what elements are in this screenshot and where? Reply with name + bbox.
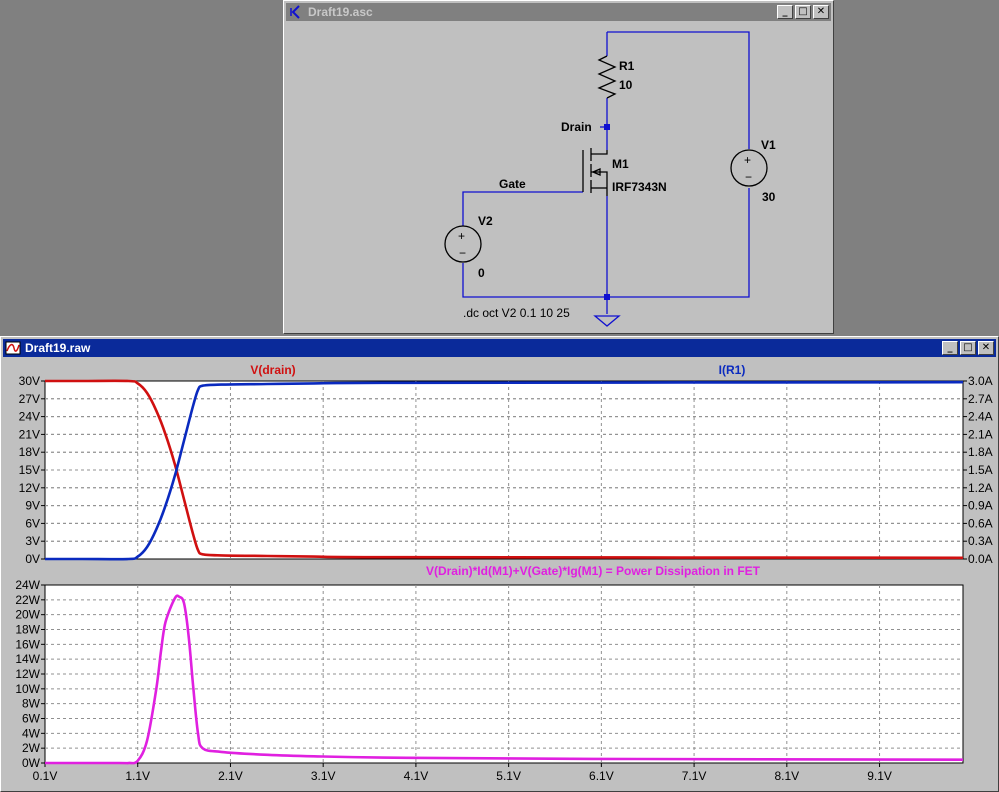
bottom-left-tick-label: 16W [15, 637, 40, 651]
gate-net-label: Gate [499, 177, 526, 191]
top-left-tick-label: 18V [19, 445, 40, 459]
ground-junction [604, 294, 610, 300]
x-tick-label: 7.1V [682, 769, 707, 783]
x-tick-label: 2.1V [218, 769, 243, 783]
waveform-app-icon [5, 341, 21, 355]
bottom-left-tick-label: 20W [15, 608, 40, 622]
wire-top [607, 31, 750, 149]
bottom-left-tick-label: 24W [15, 578, 40, 592]
i-r1-trace-label[interactable]: I(R1) [719, 363, 746, 377]
x-tick-label: 9.1V [867, 769, 892, 783]
i-r1-trace[interactable] [45, 380, 964, 561]
ground-symbol [593, 315, 621, 327]
top-left-tick-label: 24V [19, 410, 40, 424]
bottom-left-tick-label: 4W [22, 726, 41, 740]
waveform-plot-area[interactable]: V(drain) I(R1) V(Drain)*Id(M1)+V(Gate)*I… [3, 360, 996, 791]
x-tick-label: 3.1V [311, 769, 336, 783]
bottom-left-tick-label: 10W [15, 682, 40, 696]
x-tick-label: 4.1V [404, 769, 429, 783]
power-dissipation-trace[interactable] [45, 594, 964, 765]
x-tick-label: 6.1V [589, 769, 614, 783]
bottom-left-tick-label: 6W [22, 712, 41, 726]
voltage-source-v1-symbol: + − [730, 149, 768, 187]
spice-directive[interactable]: .dc oct V2 0.1 10 25 [463, 306, 570, 320]
top-right-tick-label: 2.4A [968, 410, 993, 424]
v-drain-trace-label[interactable]: V(drain) [250, 363, 295, 377]
v2-value-label: 0 [478, 266, 485, 280]
close-button[interactable]: ✕ [813, 5, 829, 19]
top-left-tick-label: 0V [25, 552, 40, 566]
top-right-tick-label: 0.9A [968, 499, 993, 513]
v1-value-label: 30 [762, 190, 776, 204]
top-right-tick-label: 0.0A [968, 552, 993, 566]
bottom-left-tick-label: 22W [15, 593, 40, 607]
schematic-window[interactable]: Draft19.asc _ □ ✕ [283, 0, 834, 334]
m1-model-label: IRF7343N [612, 180, 667, 194]
v1-name-label: V1 [761, 138, 776, 152]
bottom-left-tick-label: 18W [15, 623, 40, 637]
waveform-window[interactable]: Draft19.raw _ □ ✕ V(drain) I(R1) V(Drain… [0, 336, 999, 792]
waveform-title: Draft19.raw [25, 341, 91, 355]
top-right-tick-label: 1.2A [968, 481, 993, 495]
minimize-button[interactable]: _ [942, 341, 958, 355]
schematic-canvas[interactable]: + − + − R1 10 Drain M1 IRF7343N Gate V1 … [287, 24, 830, 332]
svg-text:+: + [744, 153, 751, 167]
svg-text:−: − [745, 170, 752, 184]
v-drain-trace[interactable] [45, 379, 964, 560]
x-tick-label: 8.1V [774, 769, 799, 783]
top-left-tick-label: 21V [19, 427, 40, 441]
m1-name-label: M1 [612, 157, 629, 171]
top-right-tick-label: 0.6A [968, 516, 993, 530]
r1-value-label: 10 [619, 78, 633, 92]
minimize-button[interactable]: _ [777, 5, 793, 19]
close-button[interactable]: ✕ [978, 341, 994, 355]
top-left-tick-label: 27V [19, 392, 40, 406]
v2-name-label: V2 [478, 214, 493, 228]
bottom-left-tick-label: 8W [22, 697, 41, 711]
r1-name-label: R1 [619, 59, 635, 73]
bottom-left-tick-label: 14W [15, 652, 40, 666]
power-trace-label[interactable]: V(Drain)*Id(M1)+V(Gate)*Ig(M1) = Power D… [426, 564, 761, 578]
wire-v2-bottom [462, 263, 607, 298]
top-right-tick-label: 0.3A [968, 534, 993, 548]
bottom-left-tick-label: 0W [22, 756, 41, 770]
schematic-title: Draft19.asc [308, 5, 373, 19]
schematic-app-icon [290, 5, 300, 19]
svg-text:+: + [458, 229, 465, 243]
top-left-tick-label: 9V [25, 499, 40, 513]
x-tick-label: 1.1V [125, 769, 150, 783]
top-left-tick-label: 3V [25, 534, 40, 548]
bottom-left-tick-label: 2W [22, 741, 41, 755]
top-right-tick-label: 2.7A [968, 392, 993, 406]
x-tick-label: 0.1V [33, 769, 58, 783]
wire-v1-bottom [607, 188, 750, 298]
svg-text:−: − [459, 246, 466, 260]
resistor-r1-symbol [597, 55, 617, 99]
x-tick-label: 5.1V [496, 769, 521, 783]
maximize-button[interactable]: □ [795, 5, 811, 19]
drain-junction [604, 124, 610, 130]
top-left-tick-label: 30V [19, 374, 40, 388]
top-left-tick-label: 6V [25, 516, 40, 530]
waveform-title-bar[interactable]: Draft19.raw _ □ ✕ [3, 339, 996, 357]
drain-net-label: Drain [561, 120, 592, 134]
maximize-button[interactable]: □ [960, 341, 976, 355]
mosfet-m1-symbol [582, 148, 608, 196]
top-right-tick-label: 3.0A [968, 374, 993, 388]
top-left-tick-label: 12V [19, 481, 40, 495]
schematic-title-bar[interactable]: Draft19.asc _ □ ✕ [286, 3, 831, 21]
voltage-source-v2-symbol: + − [444, 225, 482, 263]
top-right-tick-label: 1.8A [968, 445, 993, 459]
top-left-tick-label: 15V [19, 463, 40, 477]
bottom-left-tick-label: 12W [15, 667, 40, 681]
top-right-tick-label: 2.1A [968, 427, 993, 441]
wire-gate [462, 191, 583, 226]
top-right-tick-label: 1.5A [968, 463, 993, 477]
